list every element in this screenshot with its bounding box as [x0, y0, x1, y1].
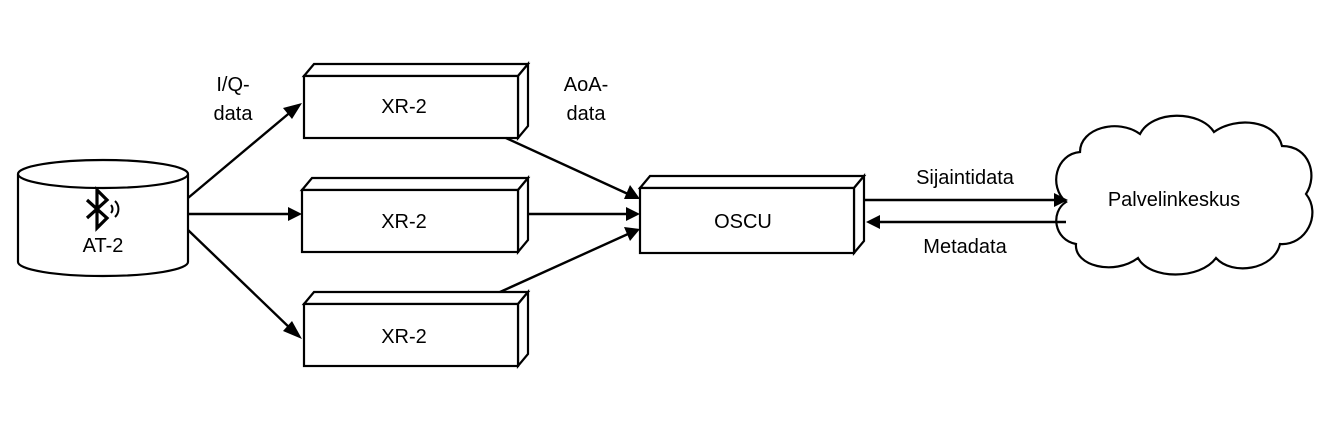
- at2-node: AT-2: [16, 158, 190, 278]
- location-data-label: Sijaintidata: [916, 167, 1015, 189]
- arrow-oscu-to-cloud: [864, 193, 1068, 207]
- xr2-mid-label: XR-2: [381, 211, 427, 233]
- arrow-xr2-mid-to-oscu: [528, 207, 640, 221]
- oscu-node: OSCU: [637, 172, 867, 257]
- xr2-top-label: XR-2: [381, 96, 427, 118]
- cloud-label: Palvelinkeskus: [1108, 189, 1240, 211]
- arrow-at2-to-xr2-top: [187, 103, 302, 199]
- arrow-cloud-to-oscu: [866, 215, 1066, 229]
- aoa-data-label-line2: data: [567, 103, 607, 125]
- xr2-top-node: XR-2: [301, 60, 531, 142]
- arrow-xr2-bottom-to-oscu: [499, 227, 640, 294]
- at2-label: AT-2: [83, 235, 124, 257]
- oscu-label: OSCU: [714, 211, 772, 233]
- arrow-at2-to-xr2-bottom: [187, 229, 302, 339]
- iq-data-label-line1: I/Q-: [216, 74, 249, 96]
- bluetooth-icon: [85, 186, 120, 232]
- xr2-mid-node: XR-2: [299, 174, 531, 256]
- arrow-at2-to-xr2-mid: [188, 207, 302, 221]
- metadata-label: Metadata: [923, 236, 1007, 258]
- iq-data-label-line2: data: [214, 103, 254, 125]
- xr2-bottom-label: XR-2: [381, 326, 427, 348]
- cloud-node: Palvelinkeskus: [1055, 114, 1314, 276]
- aoa-data-label-line1: AoA-: [564, 74, 608, 96]
- arrow-xr2-top-to-oscu: [505, 136, 640, 199]
- xr2-bottom-node: XR-2: [301, 288, 531, 370]
